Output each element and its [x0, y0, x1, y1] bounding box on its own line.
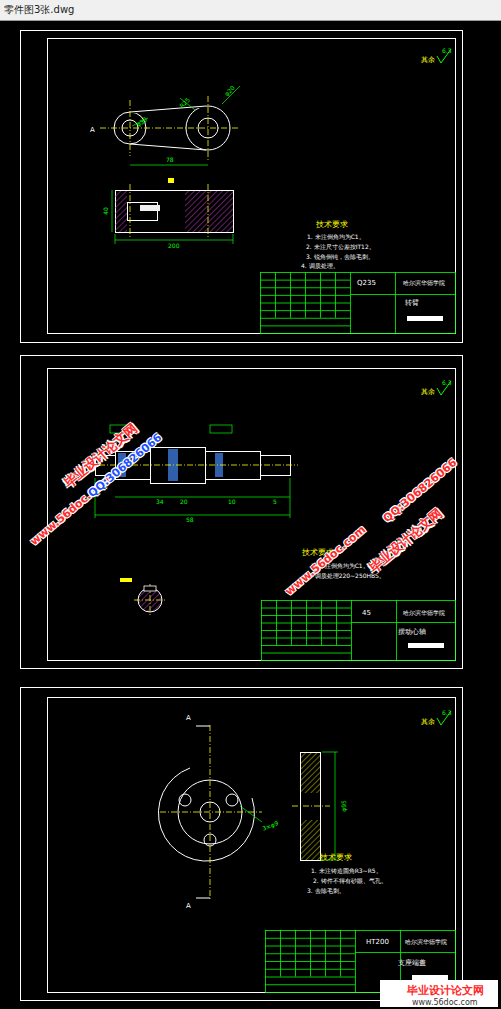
drawing-label: 10	[228, 499, 236, 505]
title-block-line	[261, 615, 351, 616]
title-block-line	[260, 325, 350, 326]
title-block-line	[351, 622, 455, 623]
watermark: 毕业设计论文网	[366, 506, 444, 574]
title-block-line	[265, 953, 355, 954]
drawing-label: Q235	[357, 280, 376, 287]
drawing-label: 6.3	[442, 380, 452, 386]
title-block-line	[260, 280, 350, 281]
title-block-line	[355, 930, 356, 992]
title-block-mark	[407, 316, 443, 321]
drawing-label: A	[186, 715, 191, 722]
drawing-label: 5	[273, 499, 277, 505]
title-block-line	[291, 600, 292, 645]
title-block-line	[261, 645, 351, 646]
title-bar	[0, 0, 501, 21]
title-block-line	[265, 938, 355, 939]
drawing-label: 2. 未注尺寸公差按IT12。	[306, 244, 375, 250]
title-block-line	[351, 600, 352, 660]
title-block-line	[265, 984, 355, 985]
drawing-label: HT200	[366, 939, 389, 946]
drawing-label: 40	[103, 207, 109, 215]
title-block-line	[305, 272, 306, 318]
title-block-line	[261, 608, 351, 609]
drawing-label: 3×φ9	[261, 820, 279, 831]
title-block-line	[276, 600, 277, 645]
title-block-line	[265, 946, 355, 947]
drawing-label: A	[186, 903, 191, 910]
drawing-label: 1. 未注铸造圆角R3~R5。	[311, 868, 382, 874]
title-block-mark	[408, 643, 444, 648]
drawing-label: 3. 去除毛刺。	[307, 888, 345, 894]
drawing-label: 6.3	[442, 48, 452, 54]
title-block-line	[265, 969, 355, 970]
drawing-label: 78	[166, 157, 174, 163]
drawing-label: 4. 调质处理。	[301, 263, 339, 269]
title-block-line	[290, 272, 291, 318]
drawing-label: 其余	[421, 719, 435, 726]
watermark: www.56doc.com	[283, 524, 367, 597]
title-block-line	[350, 294, 455, 295]
title-block-line	[261, 638, 351, 639]
drawing-label: 哈尔滨华德学院	[403, 610, 445, 616]
title-block-line	[320, 272, 321, 318]
drawing-label: 技术要求	[316, 221, 348, 229]
title-block-line	[325, 930, 326, 977]
drawing-label: 技术要求	[320, 854, 352, 862]
drawing-label: www.56doc.com	[412, 999, 478, 1007]
drawing-label: 其余	[421, 389, 435, 396]
title-block-line	[335, 272, 336, 318]
drawing-label: 其余	[421, 57, 435, 64]
drawing-label: 2. 铸件不得有砂眼、气孔。	[313, 878, 387, 884]
drawing-label: 34	[156, 499, 164, 505]
drawing-label: 200	[168, 243, 179, 249]
drawing-label: 摆动心轴	[398, 629, 426, 636]
title-block-line	[261, 630, 351, 631]
title-block-line	[280, 930, 281, 977]
title-block-line	[265, 977, 355, 978]
drawing-label: φ95	[341, 800, 347, 812]
title-block-line	[260, 310, 350, 311]
drawing-label: 转臂	[405, 300, 419, 307]
file-title: 零件图3张.dwg	[4, 5, 74, 15]
title-block-line	[260, 318, 350, 319]
title-block	[261, 273, 456, 334]
drawing-label: 哈尔滨华德学院	[403, 280, 445, 286]
title-block-line	[355, 952, 455, 953]
title-block-line	[336, 600, 337, 645]
watermark: 毕业设计论文网	[407, 985, 484, 996]
title-block-line	[395, 272, 396, 333]
drawing-label: φ20	[224, 85, 236, 97]
title-block-line	[260, 295, 350, 296]
title-block-line	[275, 272, 276, 318]
title-block-line	[295, 930, 296, 977]
title-block-line	[321, 600, 322, 645]
title-block-line	[261, 653, 351, 654]
drawing-label: 支座端盖	[398, 960, 426, 967]
drawing-label: 3. 锐角倒钝，去除毛刺。	[306, 254, 374, 260]
title-block-line	[260, 287, 350, 288]
drawing-label: A	[90, 127, 95, 134]
drawing-label: 哈尔滨华德学院	[405, 939, 447, 945]
drawing-label: 20	[180, 499, 188, 505]
title-block-line	[310, 930, 311, 977]
drawing-label: 45	[362, 610, 371, 617]
drawing-label: 6.3	[442, 710, 452, 716]
title-block-line	[265, 961, 355, 962]
title-block-line	[350, 272, 351, 333]
drawing-label: 1. 未注倒角均为C1。	[307, 234, 365, 240]
title-block-line	[396, 600, 397, 660]
title-block-line	[260, 303, 350, 304]
title-block-line	[340, 930, 341, 977]
drawing-label: 58	[186, 517, 194, 523]
title-block-line	[306, 600, 307, 645]
watermark: QQ:306826066	[381, 457, 459, 525]
title-block	[262, 601, 456, 661]
title-block-line	[261, 623, 351, 624]
